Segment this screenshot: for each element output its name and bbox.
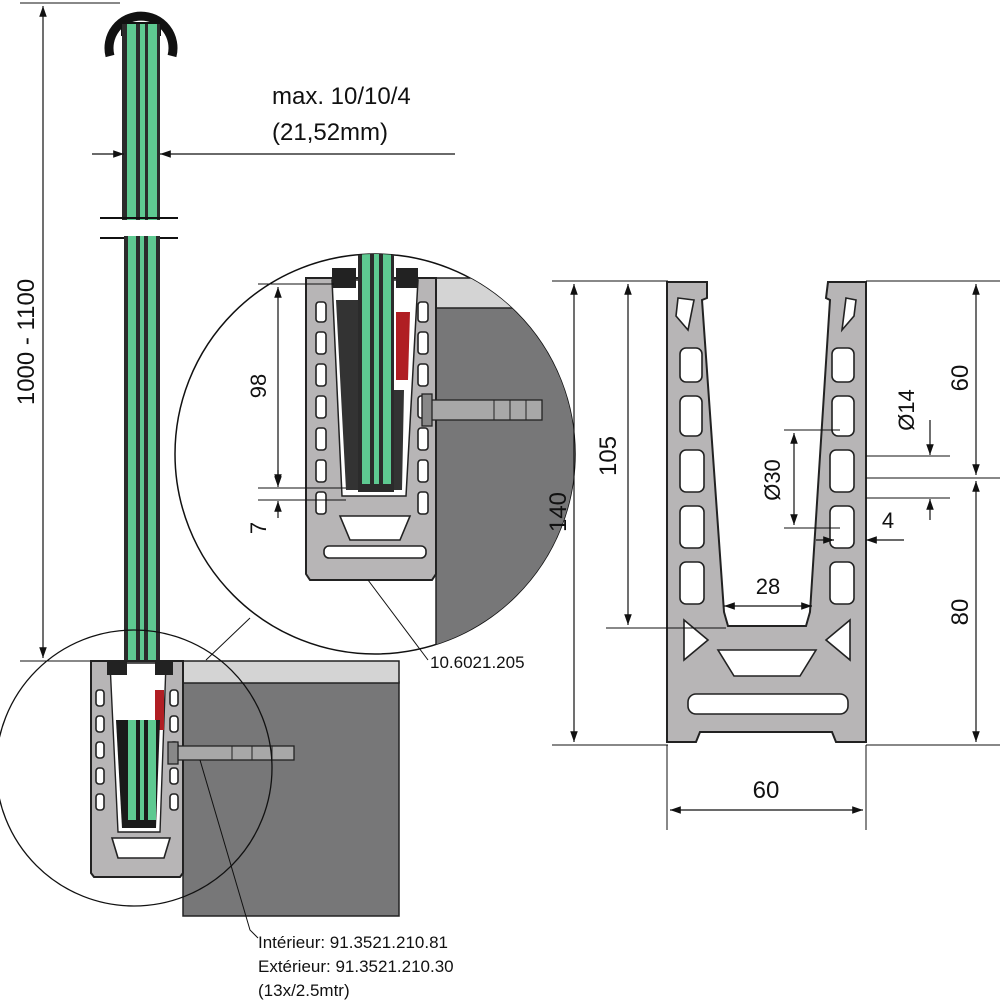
profile-code-label: 10.6021.205: [430, 653, 525, 672]
detail-dim-98: 98: [246, 374, 271, 398]
profile-dim-28: 28: [756, 574, 780, 599]
profile-dim-80: 80: [947, 599, 974, 626]
detail-circle-small: [0, 629, 273, 907]
profile-dim-60-right: 60: [947, 365, 974, 392]
glass-spec-line2: (21,52mm): [272, 119, 388, 146]
handrail-cap: [104, 11, 178, 58]
detail-view: 98 7 10.6021.205: [174, 253, 576, 672]
height-dimension-label: 1000 - 1100: [13, 279, 40, 405]
profile-section: 140 105 Ø30 28 4 Ø14 60 80 60: [545, 280, 1000, 830]
detail-dim-7: 7: [246, 522, 271, 534]
profile-dim-width-60: 60: [753, 777, 780, 804]
anchor-exterior-label: Extérieur: 91.3521.210.30: [258, 957, 454, 976]
base-profile-small: [90, 660, 184, 878]
profile-dim-d30: Ø30: [760, 459, 785, 501]
profile-dim-4: 4: [882, 508, 894, 533]
u-profile: [666, 281, 867, 743]
anchor-interior-label: Intérieur: 91.3521.210.81: [258, 933, 448, 952]
concrete-slab: [182, 681, 400, 917]
profile-dim-105: 105: [595, 436, 622, 476]
anchor-bolt: [167, 741, 295, 765]
profile-dim-d14: Ø14: [894, 389, 919, 431]
profile-dim-140: 140: [545, 492, 572, 532]
overall-view: 1000 - 1100 max. 10/10/4 (21,52mm): [0, 2, 455, 1000]
glass-spec-line1: max. 10/10/4: [272, 83, 411, 110]
anchor-qty-label: (13x/2.5mtr): [258, 981, 350, 1000]
